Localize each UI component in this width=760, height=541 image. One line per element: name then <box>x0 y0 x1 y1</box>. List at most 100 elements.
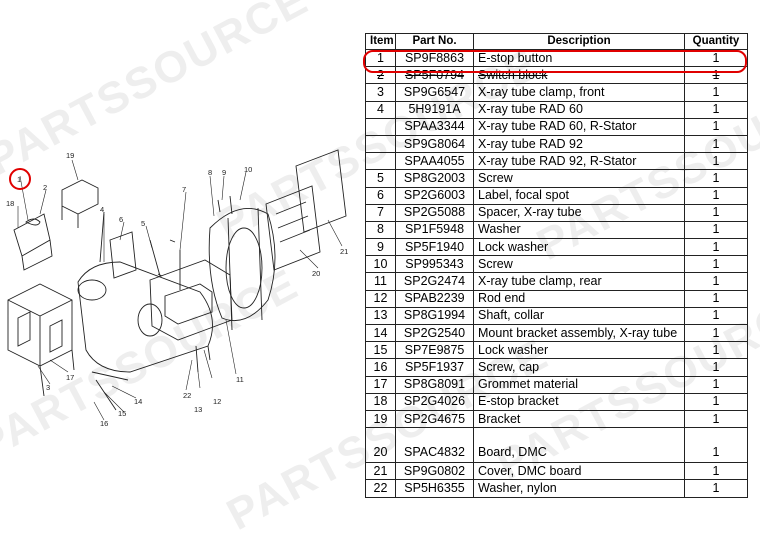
e-stop-bracket-shape <box>13 213 53 271</box>
cell-description: Lock washer <box>473 238 685 257</box>
rear-clamp-shape <box>208 207 276 322</box>
callout-label: 16 <box>100 419 108 428</box>
cell-description: Mount bracket assembly, X-ray tube <box>473 323 685 343</box>
bracket-shape <box>61 179 99 228</box>
cell-quantity: 1 <box>684 479 748 498</box>
cell-part-no: SP995343 <box>395 255 474 274</box>
table-header-row: Item Part No. Description Quantity <box>365 33 748 50</box>
cell-item: 3 <box>365 83 396 102</box>
callout-label: 18 <box>6 199 14 208</box>
cell-part-no: SP8G8091 <box>395 375 474 394</box>
cell-description: Label, focal spot <box>473 186 685 205</box>
callout-label: 19 <box>66 151 74 160</box>
cell-item: 1 <box>365 48 396 68</box>
cell-description: X-ray tube RAD 92, R-Stator <box>473 152 685 171</box>
cell-part-no: SP5F0794 <box>395 66 474 85</box>
cell-part-no: SP9G8064 <box>395 134 474 154</box>
cell-item: 16 <box>365 358 396 377</box>
cell-quantity: 1 <box>684 152 748 171</box>
cell-part-no: SP2G6003 <box>395 186 474 205</box>
cell-item: 11 <box>365 272 396 291</box>
dmc-cover-shape <box>295 149 347 233</box>
cell-description: E-stop bracket <box>473 392 685 411</box>
cell-part-no: SP7E9875 <box>395 341 474 360</box>
cell-item <box>365 134 396 154</box>
cell-quantity: 1 <box>684 117 748 136</box>
cell-description: X-ray tube RAD 60, R-Stator <box>473 117 685 136</box>
callout-label: 22 <box>183 391 191 400</box>
cell-description: X-ray tube RAD 60 <box>473 100 685 119</box>
cell-quantity: 1 <box>684 409 748 429</box>
cell-item: 20 <box>365 427 396 464</box>
cell-description: X-ray tube clamp, rear <box>473 272 685 291</box>
cell-description: Cover, DMC board <box>473 462 685 481</box>
cell-description: Washer, nylon <box>473 479 685 498</box>
cell-part-no: SP5F1937 <box>395 358 474 377</box>
cell-quantity: 1 <box>684 134 748 154</box>
callout-label: 8 <box>208 168 212 177</box>
cell-part-no: SPAB2239 <box>395 289 474 308</box>
cell-part-no: SP9G6547 <box>395 83 474 102</box>
callout-label: 17 <box>66 373 74 382</box>
cell-quantity: 1 <box>684 48 748 68</box>
cell-item: 21 <box>365 462 396 481</box>
cell-quantity: 1 <box>684 358 748 377</box>
cell-part-no: SP2G2474 <box>395 272 474 291</box>
cell-description: Lock washer <box>473 341 685 360</box>
cell-part-no: SP8G1994 <box>395 306 474 326</box>
cell-quantity: 1 <box>684 323 748 343</box>
mount-bracket-shape <box>149 259 233 341</box>
cell-quantity: 1 <box>684 341 748 360</box>
callout-label: 5 <box>141 219 145 228</box>
callout-label: 7 <box>182 185 186 194</box>
cell-part-no: SPAA4055 <box>395 152 474 171</box>
cell-description: X-ray tube clamp, front <box>473 83 685 102</box>
cell-part-no: SP2G4026 <box>395 392 474 411</box>
cell-description: Screw <box>473 255 685 274</box>
callout-label: 11 <box>236 375 244 384</box>
callout-label: 21 <box>340 247 348 256</box>
cell-description: Rod end <box>473 289 685 308</box>
callout-label: 6 <box>119 215 123 224</box>
cell-quantity: 1 <box>684 186 748 205</box>
cell-part-no: SPAC4832 <box>395 427 474 464</box>
callout-label: 12 <box>213 397 221 406</box>
cell-item: 22 <box>365 479 396 498</box>
cell-description: Switch block <box>473 66 685 85</box>
x-ray-tube-shape <box>77 261 213 373</box>
e-stop-button-shape <box>25 218 41 226</box>
column-header-description: Description <box>473 33 685 50</box>
cell-description: Spacer, X-ray tube <box>473 203 685 222</box>
cell-part-no: SP2G4675 <box>395 409 474 429</box>
cell-quantity: 1 <box>684 203 748 222</box>
callout-label: 13 <box>194 405 202 414</box>
cell-description: Board, DMC <box>473 427 685 464</box>
cell-part-no: SPAA3344 <box>395 117 474 136</box>
cell-description: X-ray tube RAD 92 <box>473 134 685 154</box>
cell-part-no: SP2G2540 <box>395 323 474 343</box>
cell-quantity: 1 <box>684 100 748 119</box>
cell-part-no: SP9F8863 <box>395 48 474 68</box>
cell-quantity: 1 <box>684 375 748 394</box>
cell-quantity: 1 <box>684 238 748 257</box>
cell-item: 9 <box>365 238 396 257</box>
